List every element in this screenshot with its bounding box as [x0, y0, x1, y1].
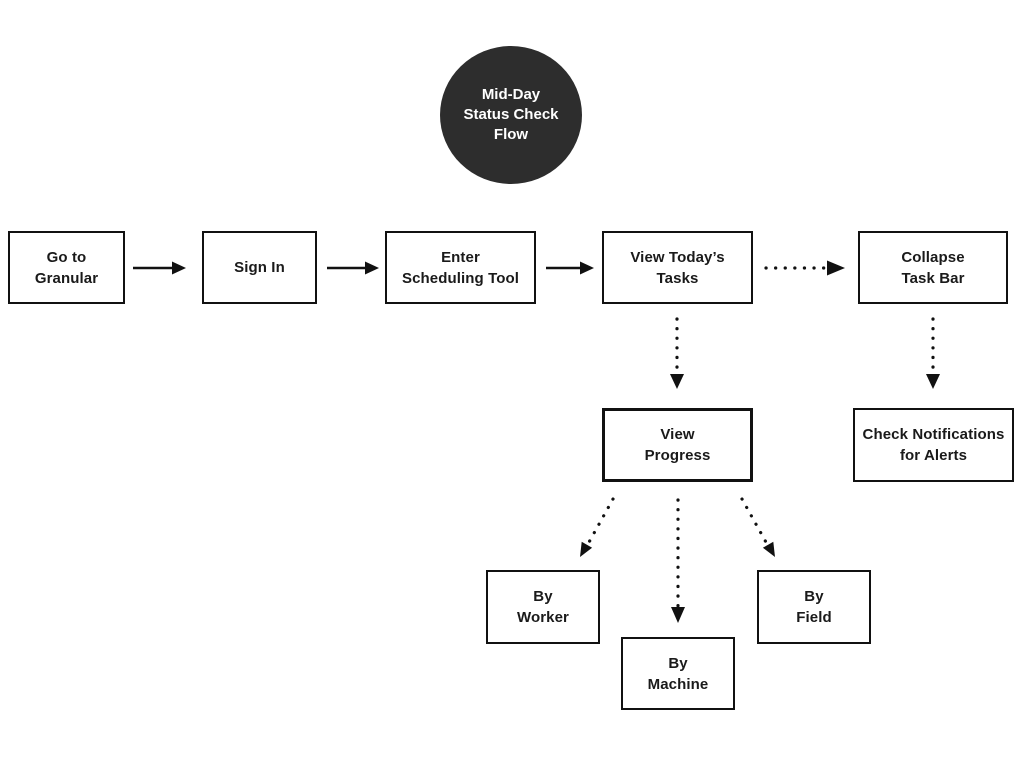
node-collapse-task-bar: Collapse Task Bar	[858, 231, 1008, 304]
node-enter-scheduling-tool: Enter Scheduling Tool	[385, 231, 536, 304]
node-by-worker: By Worker	[486, 570, 600, 644]
dotted-arrow-collapse-task-bar-to-check-notifications	[926, 317, 940, 389]
dotted-arrow-view-todays-tasks-to-collapse-task-bar	[764, 260, 845, 276]
node-check-notifications-for-alerts: Check Notifications for Alerts	[853, 408, 1014, 482]
node-by-field: By Field	[757, 570, 871, 644]
dotted-arrow-view-progress-to-by-machine	[671, 498, 685, 623]
node-view-todays-tasks: View Today’s Tasks	[602, 231, 753, 304]
dotted-arrow-view-progress-to-by-field	[740, 497, 775, 557]
dotted-arrow-view-todays-tasks-to-view-progress	[670, 317, 684, 389]
node-go-to-granular: Go to Granular	[8, 231, 125, 304]
node-sign-in: Sign In	[202, 231, 317, 304]
dotted-arrow-view-progress-to-by-worker	[580, 497, 615, 557]
diagram-title-circle: Mid-Day Status Check Flow	[440, 46, 582, 184]
arrow-sign-in-to-enter-scheduling-tool	[327, 261, 379, 275]
node-by-machine: By Machine	[621, 637, 735, 710]
arrow-go-to-granular-to-sign-in	[133, 261, 186, 275]
arrow-enter-scheduling-tool-to-view-todays-tasks	[546, 261, 594, 275]
node-view-progress: View Progress	[602, 408, 753, 482]
